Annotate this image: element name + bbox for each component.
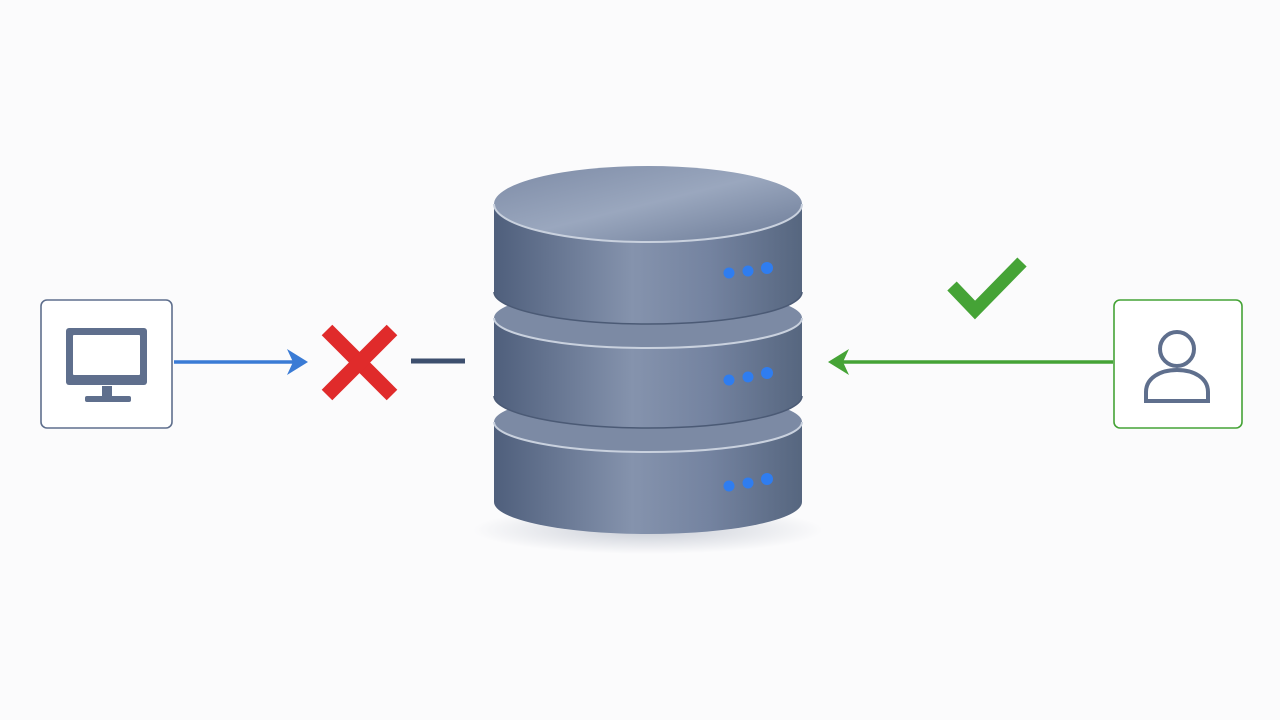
user-icon	[1144, 330, 1210, 403]
status-leds	[723, 262, 773, 492]
status-led	[742, 265, 754, 277]
client-node	[40, 299, 173, 429]
user-node	[1113, 299, 1243, 429]
status-led	[742, 371, 754, 383]
blocked-flow	[174, 324, 465, 401]
status-led	[723, 267, 735, 279]
allowed-flow	[828, 257, 1113, 375]
database-top-cap	[494, 166, 802, 242]
status-led	[761, 367, 773, 379]
monitor-icon	[66, 328, 147, 402]
database-server-icon	[473, 166, 823, 554]
status-led	[723, 480, 735, 492]
status-led	[761, 473, 773, 485]
database-tier-top	[493, 166, 803, 325]
status-led	[761, 262, 773, 274]
status-led	[723, 374, 735, 386]
allowed-arrow-head	[828, 349, 849, 375]
check-icon	[947, 257, 1027, 320]
status-led	[742, 477, 754, 489]
cross-icon	[321, 324, 398, 401]
blocked-arrow-head	[287, 349, 308, 375]
